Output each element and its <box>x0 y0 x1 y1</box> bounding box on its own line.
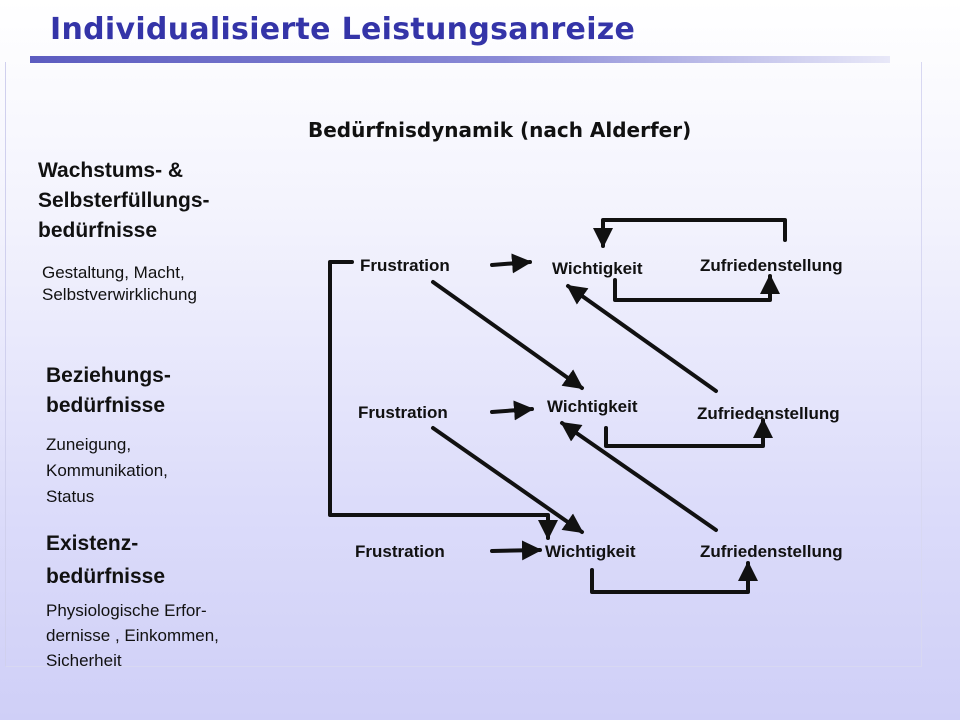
growth-loop-bottom-arrow <box>613 274 780 302</box>
growth-needs-details: Gestaltung, Macht, Selbstverwirklichung <box>42 262 197 306</box>
growth-heading-line-2: Selbsterfüllungs- <box>38 189 210 212</box>
existence-to-relatedness-progression-arrow <box>560 421 718 532</box>
existence-importance-label: Wichtigkeit <box>545 542 636 561</box>
relatedness-importance-label: Wichtigkeit <box>547 397 638 416</box>
existence-detail-line-1: Physiologische Erfor- <box>46 601 207 620</box>
page-title: Individualisierte Leistungsanreize <box>50 12 636 47</box>
existence-heading-line-2: bedürfnisse <box>46 565 166 588</box>
existence-frustration-label: Frustration <box>355 542 445 561</box>
growth-detail-line-2: Selbstverwirklichung <box>42 285 197 304</box>
growth-heading-line-1: Wachstums- & <box>38 159 184 182</box>
growth-to-relatedness-regression-arrow <box>431 280 584 390</box>
relatedness-to-existence-regression-arrow <box>431 426 584 534</box>
relatedness-loop-arrow <box>604 418 773 448</box>
relatedness-to-growth-progression-arrow <box>566 284 718 393</box>
existence-heading-line-1: Existenz- <box>46 532 139 555</box>
growth-frustration-label: Frustration <box>360 256 450 275</box>
relatedness-frustration-label: Frustration <box>358 403 448 422</box>
title-underline <box>30 56 890 63</box>
existence-needs-heading: Existenz- bedürfnisse <box>46 527 165 593</box>
growth-satisfaction-label: Zufriedenstellung <box>700 256 843 275</box>
content-frame <box>5 62 922 667</box>
growth-frustration-arrow <box>490 253 532 274</box>
existence-detail-line-2: dernisse , Einkommen, <box>46 626 219 645</box>
existence-detail-line-3: Sicherheit <box>46 651 122 670</box>
existence-satisfaction-label: Zufriedenstellung <box>700 542 843 561</box>
relatedness-detail-line-2: Kommunikation, <box>46 461 168 480</box>
relatedness-needs-details: Zuneigung, Kommunikation, Status <box>46 432 168 510</box>
relatedness-frustration-arrow <box>490 400 534 421</box>
relatedness-heading-line-1: Beziehungs- <box>46 364 171 387</box>
diagram-subtitle: Bedürfnisdynamik (nach Alderfer) <box>308 118 692 142</box>
growth-needs-heading: Wachstums- & Selbsterfüllungs- bedürfnis… <box>38 156 210 246</box>
title-bar: Individualisierte Leistungsanreize <box>0 0 960 63</box>
relatedness-heading-line-2: bedürfnisse <box>46 394 166 417</box>
growth-heading-line-3: bedürfnisse <box>38 219 158 242</box>
relatedness-detail-line-1: Zuneigung, <box>46 435 132 454</box>
relatedness-needs-heading: Beziehungs- bedürfnisse <box>46 361 171 421</box>
growth-detail-line-1: Gestaltung, Macht, <box>42 263 185 282</box>
growth-loop-top-arrow <box>593 218 787 248</box>
relatedness-detail-line-3: Status <box>46 487 95 506</box>
relatedness-satisfaction-label: Zufriedenstellung <box>697 404 840 423</box>
growth-to-existence-bracket-arrow <box>328 260 558 540</box>
existence-frustration-arrow <box>490 540 542 561</box>
existence-needs-details: Physiologische Erfor- dernisse , Einkomm… <box>46 598 219 673</box>
existence-loop-arrow <box>590 561 758 594</box>
growth-importance-label: Wichtigkeit <box>552 259 643 278</box>
